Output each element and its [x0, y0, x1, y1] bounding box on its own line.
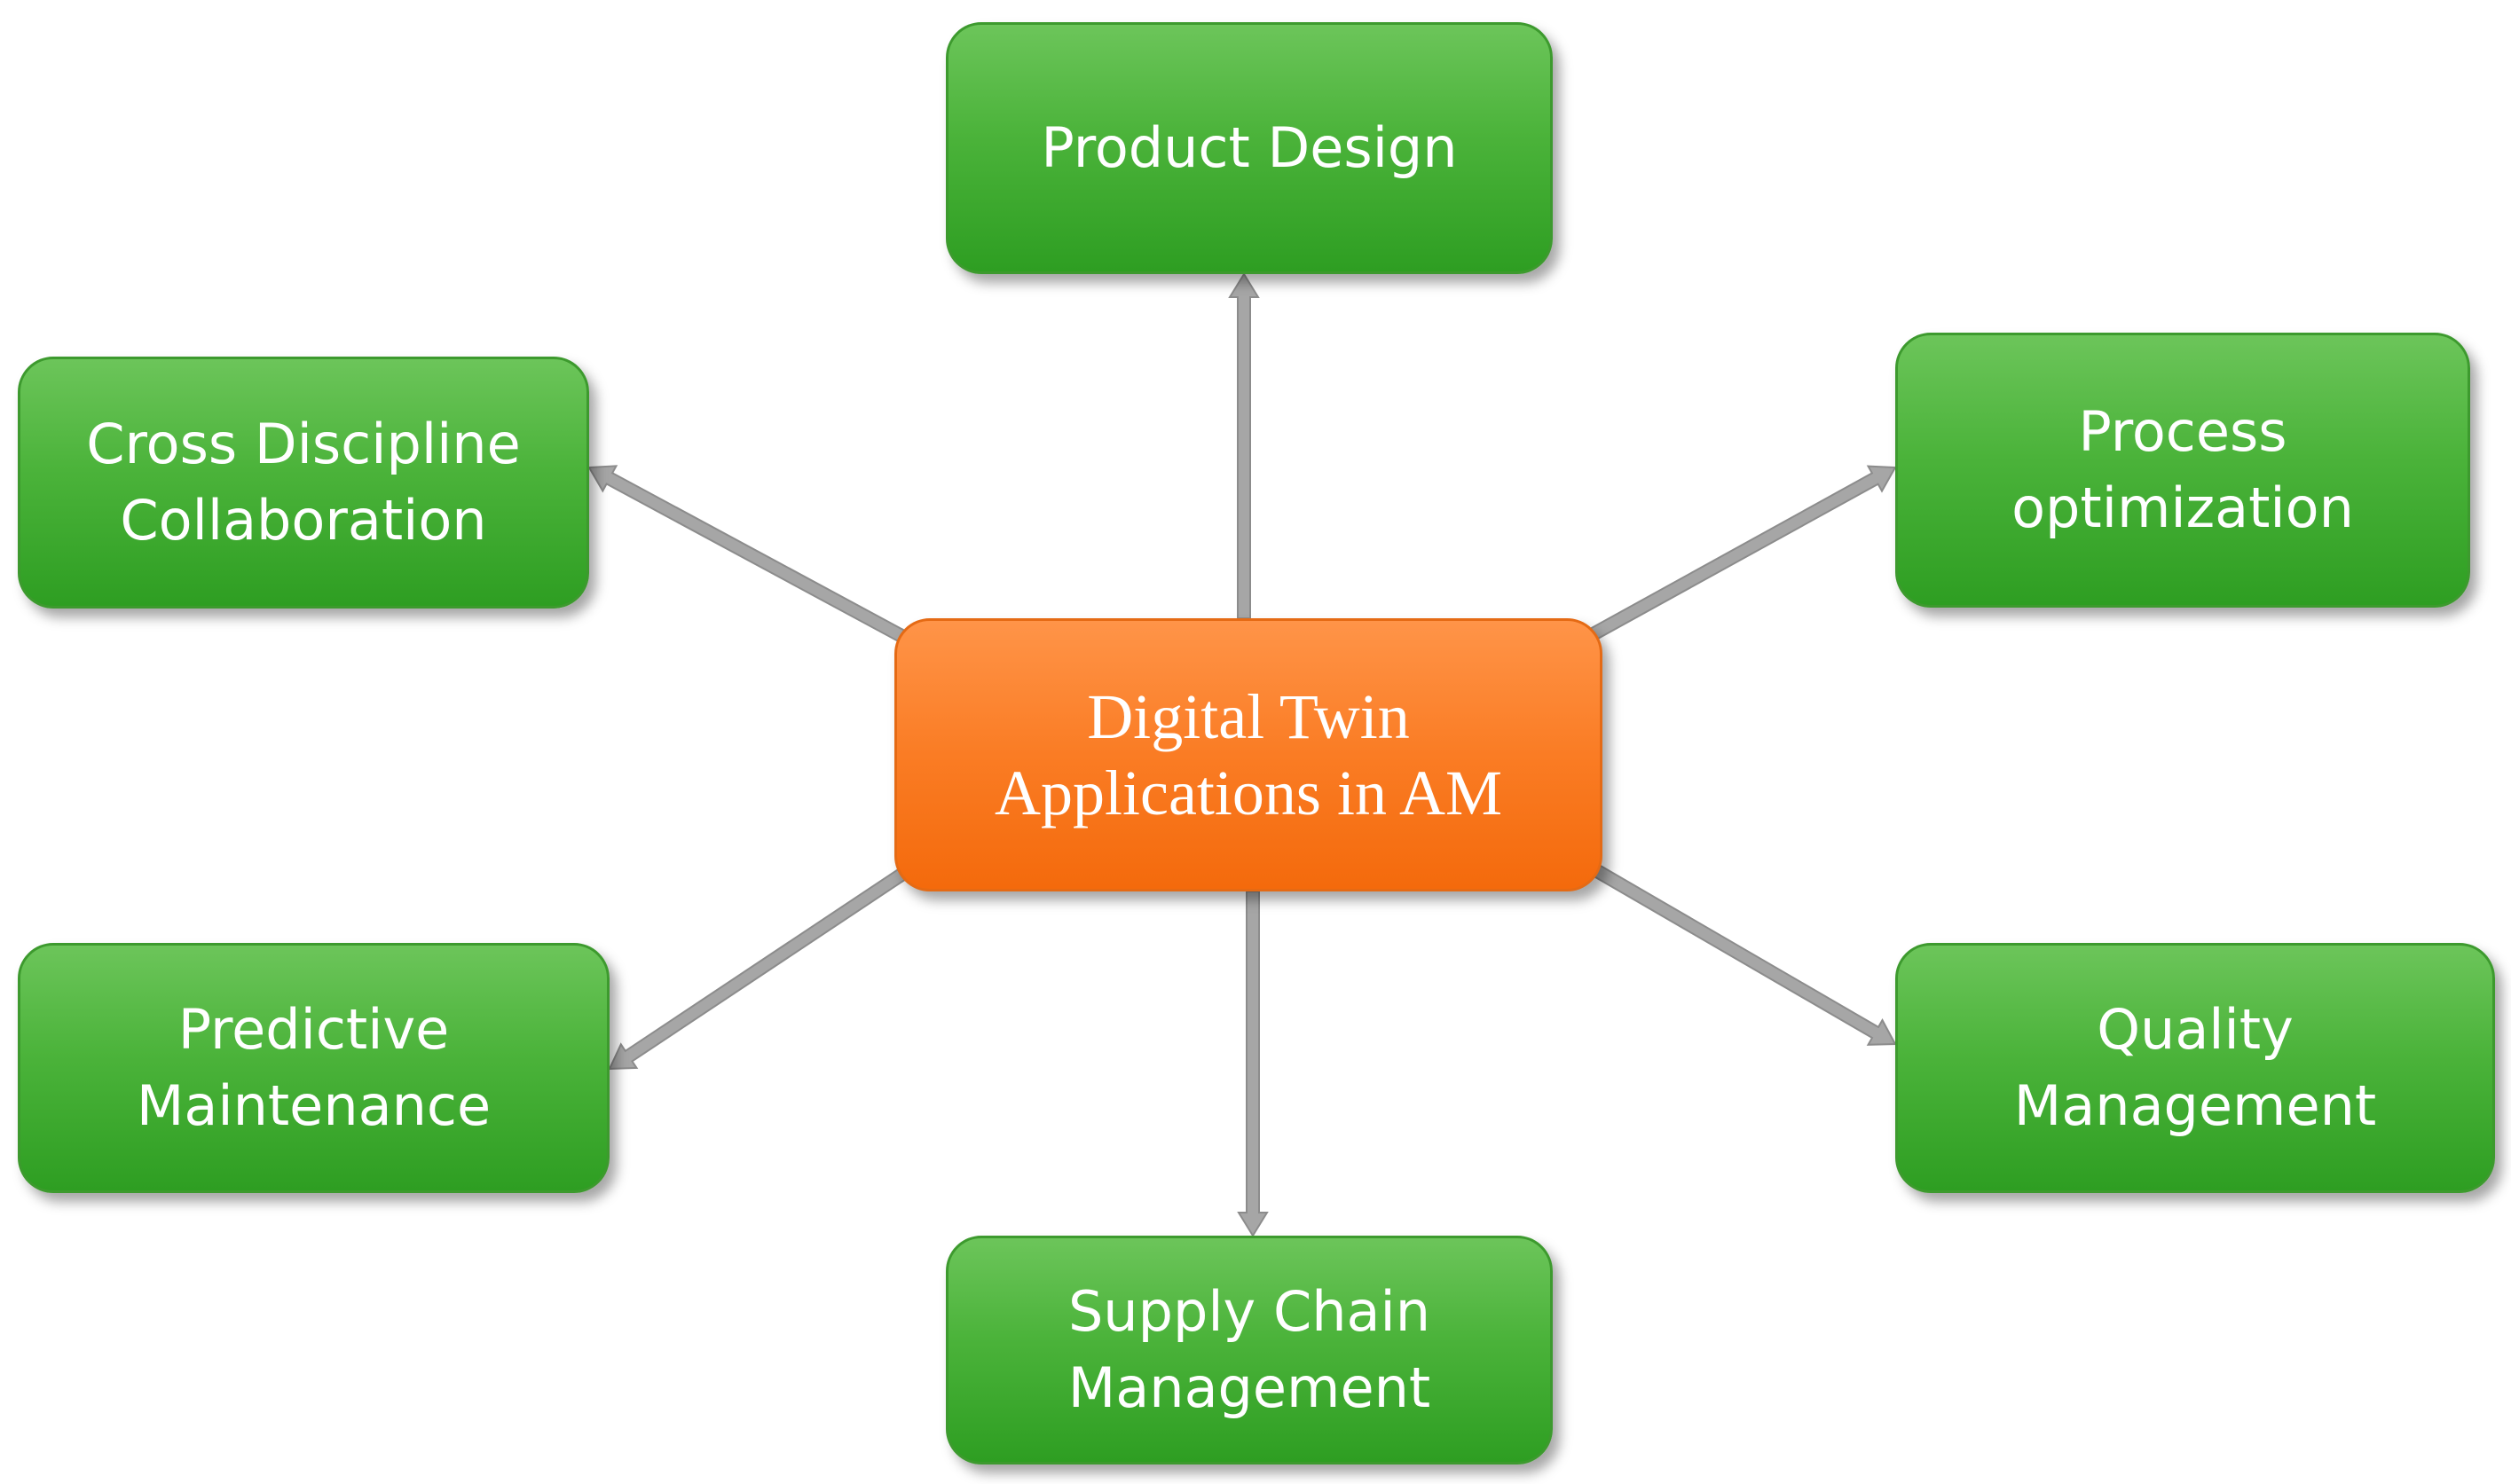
- node-label-line: Supply Chain: [1067, 1279, 1431, 1344]
- node-supply-chain-management: Supply Chain Management: [946, 1236, 1553, 1464]
- arrow-group: [587, 272, 1897, 1237]
- node-label-line: Maintenance: [136, 1073, 492, 1138]
- node-center-digital-twin: Digital Twin Applications in AM: [894, 618, 1602, 891]
- arrow-to-supply-chain: [1237, 891, 1269, 1237]
- node-label-line: Predictive: [177, 997, 450, 1062]
- arrow-to-process-optimization: [1584, 465, 1897, 644]
- node-label-line: Applications in AM: [995, 758, 1502, 828]
- arrow-to-cross-discipline: [587, 465, 908, 644]
- node-product-design: Product Design: [946, 22, 1553, 274]
- node-quality-management: Quality Management: [1895, 943, 2495, 1193]
- node-label-line: Collaboration: [120, 488, 487, 553]
- node-label-line: optimization: [2011, 475, 2354, 540]
- node-process-optimization: Process optimization: [1895, 333, 2470, 608]
- node-predictive-maintenance: Predictive Maintenance: [18, 943, 610, 1193]
- node-label-line: Management: [1067, 1355, 1431, 1420]
- arrow-to-quality-management: [1588, 861, 1897, 1046]
- arrow-to-product-design: [1228, 272, 1260, 619]
- node-label-line: Cross Discipline: [86, 412, 521, 476]
- node-label-line: Quality: [2097, 997, 2294, 1062]
- node-label-line: Process: [2078, 399, 2287, 464]
- node-label-line: Management: [2013, 1073, 2377, 1138]
- node-label-line: Digital Twin: [1087, 681, 1410, 752]
- node-cross-discipline-collaboration: Cross Discipline Collaboration: [18, 357, 589, 609]
- node-label-line: Product Design: [1041, 115, 1458, 180]
- arrow-to-predictive-maintenance: [608, 864, 912, 1071]
